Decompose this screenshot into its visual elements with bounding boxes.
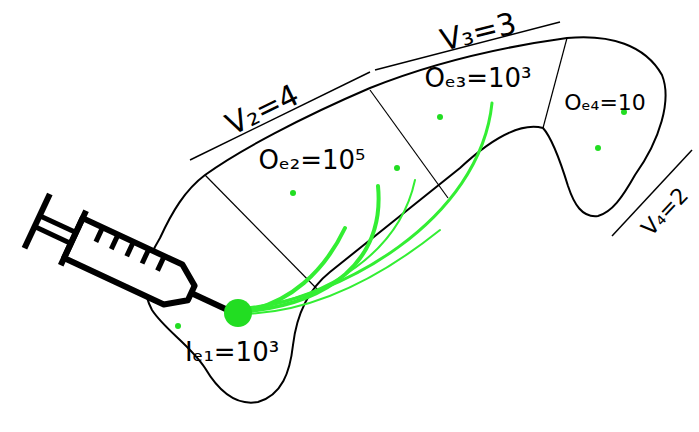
region-value-label: Oₑ₂=10⁵ [258, 147, 365, 173]
region-divider [370, 90, 448, 198]
dimension-label: V₄=2 [638, 184, 692, 240]
region-value-label: Oₑ₃=10³ [424, 65, 531, 91]
axon-projections [240, 103, 492, 314]
injection-site [224, 299, 252, 327]
region-value-label: Iₑ₁=10³ [185, 339, 279, 365]
region-divider [205, 175, 318, 290]
syringe [24, 194, 244, 339]
region-value-label: Oₑ₄=10 [564, 92, 646, 114]
organ-outline [145, 37, 665, 402]
labeled-cells [175, 109, 627, 329]
region-divider [543, 38, 567, 128]
dimension-label: V₂=4 [221, 80, 303, 141]
